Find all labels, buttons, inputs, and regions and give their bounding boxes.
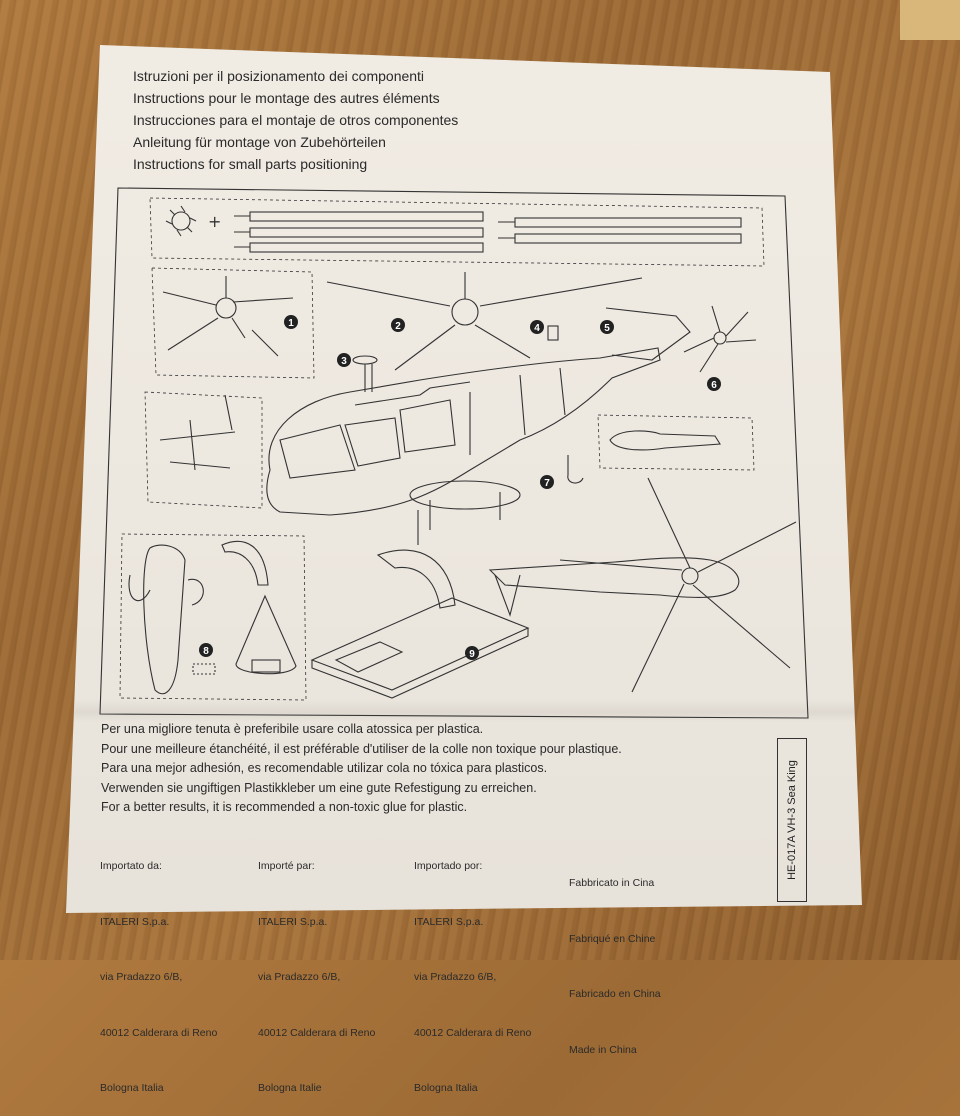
instruction-sheet bbox=[66, 45, 862, 913]
importer-country: Bologna Italie bbox=[258, 1082, 322, 1094]
made-in-block: Fabbricato in Cina Fabriqué en Chine Fab… bbox=[569, 837, 661, 1078]
importer-es: Importado por: ITALERI S.p.a. via Pradaz… bbox=[414, 820, 531, 1116]
importer-city: 40012 Calderara di Reno bbox=[258, 1026, 376, 1039]
finished-helicopter bbox=[488, 477, 797, 693]
made-in-it: Fabbricato in Cina bbox=[569, 877, 655, 889]
importer-street: via Pradazzo 6/B, bbox=[258, 971, 341, 983]
glue-note-en: For a better results, it is recommended … bbox=[101, 800, 468, 814]
header-line-en: Instructions for small parts positioning bbox=[133, 156, 368, 172]
product-code-box: HE-017A VH-3 Sea King bbox=[777, 738, 807, 902]
product-code: HE-017A VH-3 Sea King bbox=[786, 760, 798, 880]
header-line-es: Instrucciones para el montaje de otros c… bbox=[133, 112, 459, 128]
svg-text:4: 4 bbox=[534, 323, 540, 334]
detail-rotor-parts bbox=[159, 394, 236, 471]
svg-text:1: 1 bbox=[288, 318, 294, 329]
svg-text:7: 7 bbox=[544, 478, 550, 489]
header-line-de: Anleitung für montage von Zubehörteilen bbox=[133, 134, 386, 150]
step-9-display-stand bbox=[310, 510, 530, 699]
importer-fr: Importé par: ITALERI S.p.a. via Pradazzo… bbox=[258, 820, 375, 1116]
importer-name: ITALERI S.p.a. bbox=[414, 915, 484, 928]
step-4-part bbox=[547, 325, 559, 341]
importer-label: Importado por: bbox=[414, 860, 483, 872]
svg-text:+: + bbox=[208, 212, 221, 231]
glue-note-es: Para una mejor adhesión, es recomendable… bbox=[101, 761, 548, 775]
importer-street: via Pradazzo 6/B, bbox=[414, 971, 497, 983]
step-marker-2: 2 bbox=[391, 318, 405, 332]
cardboard-box-corner bbox=[900, 0, 960, 40]
header-line-fr: Instructions pour le montage des autres … bbox=[133, 90, 440, 106]
glue-note-it: Per una migliore tenuta è preferibile us… bbox=[101, 722, 484, 736]
step-marker-7: 7 bbox=[540, 475, 554, 489]
step-marker-8: 8 bbox=[199, 643, 213, 657]
importer-country: Bologna Italia bbox=[414, 1082, 478, 1094]
svg-text:9: 9 bbox=[469, 649, 475, 660]
made-in-en: Made in China bbox=[569, 1043, 637, 1056]
rotor-blades-left bbox=[234, 211, 484, 253]
svg-text:6: 6 bbox=[711, 380, 717, 391]
step-marker-6: 6 bbox=[707, 377, 721, 391]
detail-box-left bbox=[144, 391, 263, 509]
step-markers: 1 2 3 4 5 6 7 8 9 bbox=[199, 315, 721, 660]
svg-text:3: 3 bbox=[341, 356, 347, 367]
step-marker-4: 4 bbox=[530, 320, 544, 334]
rotor-blades-right bbox=[498, 217, 742, 244]
importer-name: ITALERI S.p.a. bbox=[100, 915, 170, 928]
diagram-frame bbox=[99, 187, 809, 719]
svg-text:8: 8 bbox=[203, 646, 209, 657]
step-marker-5: 5 bbox=[600, 320, 614, 334]
step-5-tail-fin bbox=[605, 307, 691, 361]
glue-note-de: Verwenden sie ungiftigen Plastikkleber u… bbox=[101, 781, 537, 795]
importer-name: ITALERI S.p.a. bbox=[258, 915, 328, 928]
step-1-box bbox=[151, 267, 315, 379]
step-2-main-rotor bbox=[326, 272, 643, 371]
importer-country: Bologna Italia bbox=[100, 1082, 164, 1094]
side-view-box bbox=[597, 414, 755, 471]
step-7-part bbox=[567, 455, 584, 484]
svg-text:5: 5 bbox=[604, 323, 610, 334]
step-8-underside-view bbox=[128, 544, 204, 695]
importer-city: 40012 Calderara di Reno bbox=[414, 1026, 532, 1039]
step-6-tail-rotor bbox=[683, 305, 757, 373]
step-1-rotor-head bbox=[162, 276, 294, 357]
header-line-it: Istruzioni per il posizionamento dei com… bbox=[133, 68, 425, 84]
step-marker-3: 3 bbox=[337, 353, 351, 367]
assembly-diagram: + bbox=[99, 187, 809, 719]
importer-label: Importato da: bbox=[100, 860, 162, 872]
step-marker-1: 1 bbox=[284, 315, 298, 329]
rotor-parts-box bbox=[149, 197, 765, 267]
side-view-helicopter bbox=[609, 430, 721, 451]
importer-label: Importé par: bbox=[258, 860, 315, 872]
step-8-stand-plate bbox=[221, 540, 297, 675]
importer-street: via Pradazzo 6/B, bbox=[100, 971, 183, 983]
importer-city: 40012 Calderara di Reno bbox=[100, 1026, 218, 1039]
svg-text:2: 2 bbox=[395, 321, 401, 332]
importer-it: Importato da: ITALERI S.p.a. via Pradazz… bbox=[100, 820, 217, 1116]
made-in-es: Fabricado en China bbox=[569, 988, 661, 1000]
made-in-fr: Fabriqué en Chine bbox=[569, 932, 656, 945]
rotor-hub-part bbox=[165, 205, 197, 237]
step-3-antenna bbox=[352, 355, 378, 392]
helicopter-fuselage bbox=[266, 347, 661, 530]
step-marker-9: 9 bbox=[465, 646, 479, 660]
step-8-small-part bbox=[192, 663, 216, 675]
step-8-box bbox=[119, 533, 307, 701]
glue-note-fr: Pour une meilleure étanchéité, il est pr… bbox=[101, 742, 622, 756]
